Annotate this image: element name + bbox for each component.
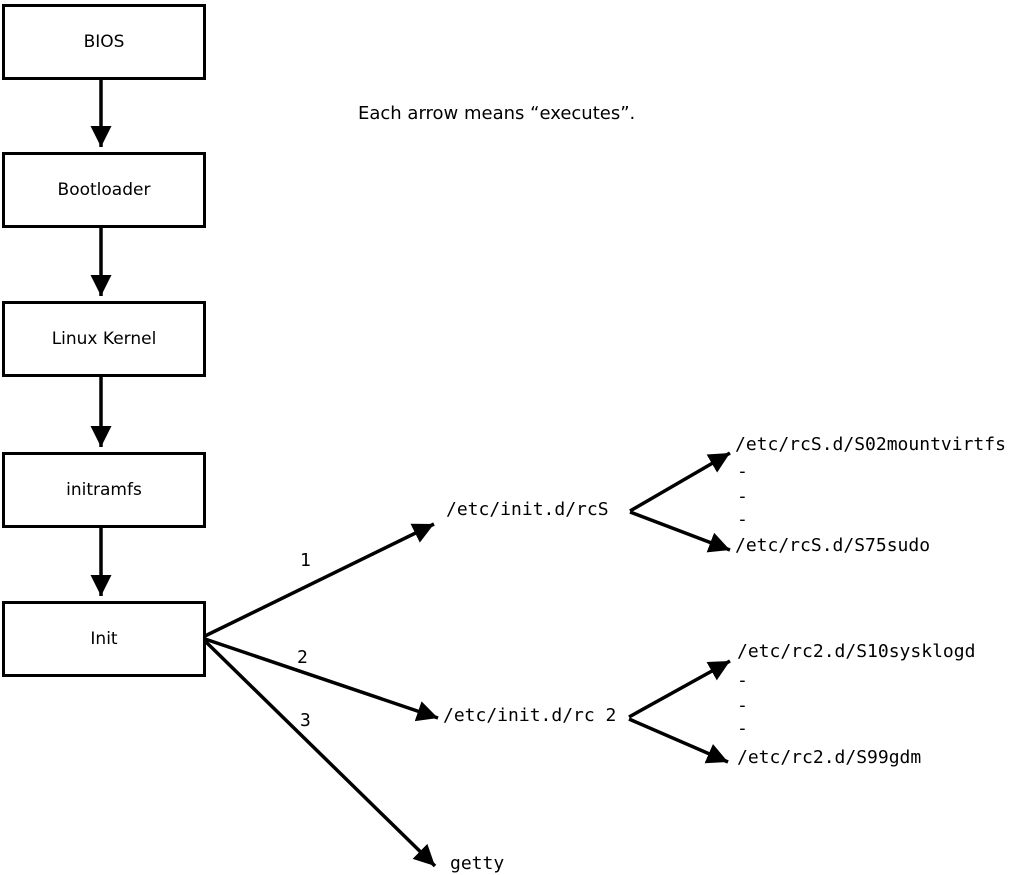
rc2-ellipsis-3: - — [737, 718, 748, 739]
node-linux-kernel: Linux Kernel — [2, 301, 206, 377]
arrow-init-to-getty — [203, 639, 437, 868]
rcS-ellipsis-3: - — [737, 509, 748, 530]
node-init: Init — [2, 601, 206, 677]
node-getty: getty — [450, 853, 505, 874]
node-rcS-S75sudo: /etc/rcS.d/S75sudo — [735, 535, 931, 556]
node-bios-label: BIOS — [83, 32, 125, 52]
diagram-caption: Each arrow means “executes”. — [358, 103, 636, 124]
node-rcS-S02mountvirtfs: /etc/rcS.d/S02mountvirtfs — [735, 434, 1006, 455]
node-initramfs: initramfs — [2, 452, 206, 528]
edge-label-2: 2 — [297, 647, 308, 668]
node-bios: BIOS — [2, 4, 206, 80]
node-etc-init-d-rc2: /etc/init.d/rc 2 — [443, 705, 617, 726]
node-bootloader: Bootloader — [2, 152, 206, 228]
edge-label-3: 3 — [300, 710, 311, 731]
arrow-rc2-to-S10sysklogd — [628, 659, 731, 719]
node-init-label: Init — [90, 629, 118, 649]
arrow-init-to-rcS — [204, 522, 435, 638]
node-etc-init-d-rcS: /etc/init.d/rcS — [446, 499, 609, 520]
node-bootloader-label: Bootloader — [57, 180, 151, 200]
rc2-ellipsis-2: - — [737, 695, 748, 716]
node-rc2-S10sysklogd: /etc/rc2.d/S10sysklogd — [737, 641, 976, 662]
arrow-rcS-to-S02mountvirtfs — [629, 451, 731, 513]
rcS-ellipsis-2: - — [737, 486, 748, 507]
arrow-rcS-to-S75sudo — [629, 510, 731, 553]
arrow-rc2-to-S99gdm — [628, 717, 729, 764]
rc2-ellipsis-1: - — [737, 670, 748, 691]
arrow-init-to-rc2 — [204, 637, 439, 722]
node-rc2-S99gdm: /etc/rc2.d/S99gdm — [737, 747, 922, 768]
node-linux-kernel-label: Linux Kernel — [51, 329, 157, 349]
node-initramfs-label: initramfs — [66, 480, 142, 500]
rcS-ellipsis-1: - — [737, 461, 748, 482]
edge-label-1: 1 — [300, 550, 311, 571]
